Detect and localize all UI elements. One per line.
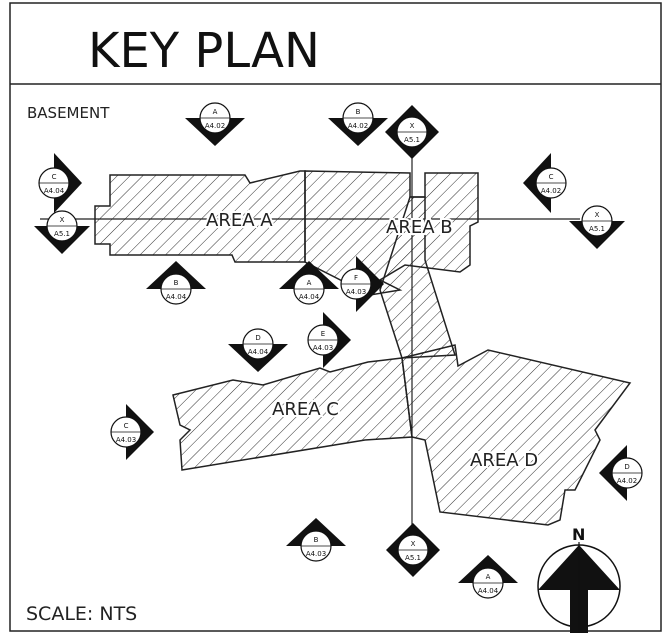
marker-sheet: A4.04 — [478, 587, 499, 595]
marker[interactable]: D A4.02 — [599, 445, 643, 501]
marker-sheet: A4.03 — [313, 344, 333, 352]
scale-label: SCALE: NTS — [26, 603, 137, 625]
divider-line-cd — [401, 344, 456, 359]
marker[interactable]: B A4.03 — [286, 518, 346, 562]
marker[interactable]: B A4.04 — [146, 261, 206, 305]
marker[interactable]: C A4.02 — [523, 153, 567, 213]
marker-sheet: A4.03 — [116, 436, 136, 444]
marker-sheet: A4.02 — [617, 477, 637, 485]
level-label: BASEMENT — [27, 104, 110, 122]
building-footprint — [94, 170, 632, 526]
marker[interactable]: A A4.02 — [185, 102, 245, 146]
marker[interactable]: X A5.1 — [386, 523, 440, 577]
marker-id: B — [356, 108, 361, 116]
marker-sheet: A4.02 — [205, 122, 225, 130]
marker-sheet: A4.04 — [248, 348, 269, 356]
area-label-a: AREA A — [206, 210, 273, 231]
marker-sheet: A4.02 — [541, 187, 561, 195]
marker-sheet: A4.04 — [44, 187, 65, 195]
page-title: KEY PLAN — [88, 23, 320, 79]
marker[interactable]: F A4.03 — [340, 256, 384, 312]
marker-id: A — [213, 108, 218, 116]
marker-id: X — [410, 122, 415, 130]
marker[interactable]: X A5.1 — [34, 210, 90, 254]
marker-id: A — [307, 279, 312, 287]
area-label-d: AREA D — [470, 450, 538, 471]
marker-sheet: A4.04 — [299, 293, 320, 301]
north-arrow: N — [537, 525, 621, 633]
marker-id: E — [321, 330, 325, 338]
area-a-shape — [94, 170, 306, 263]
marker-id: X — [595, 211, 600, 219]
marker-id: X — [411, 540, 416, 548]
marker[interactable]: A A4.04 — [458, 555, 518, 599]
marker-id: C — [52, 173, 57, 181]
marker-sheet: A4.03 — [306, 550, 326, 558]
marker-sheet: A5.1 — [54, 230, 70, 238]
marker-sheet: A5.1 — [404, 136, 420, 144]
marker[interactable]: C A4.04 — [38, 153, 82, 213]
marker[interactable]: E A4.03 — [307, 312, 351, 368]
marker[interactable]: A A4.04 — [279, 261, 339, 305]
marker-id: D — [255, 334, 260, 342]
marker-id: B — [174, 279, 179, 287]
marker[interactable]: C A4.03 — [110, 404, 154, 460]
marker-sheet: A4.02 — [348, 122, 368, 130]
marker-id: A — [486, 573, 491, 581]
marker-id: D — [624, 463, 629, 471]
sheet-border — [9, 2, 662, 632]
marker[interactable]: B A4.02 — [328, 102, 388, 146]
north-label: N — [572, 525, 585, 544]
area-label-b: AREA B — [386, 217, 453, 238]
area-d-shape — [401, 344, 632, 526]
marker[interactable]: D A4.04 — [228, 328, 288, 372]
area-label-c: AREA C — [272, 399, 339, 420]
marker-sheet: A5.1 — [589, 225, 605, 233]
marker-id: C — [549, 173, 554, 181]
marker-sheet: A4.03 — [346, 288, 366, 296]
section-lines — [40, 122, 580, 540]
marker-id: C — [124, 422, 129, 430]
marker[interactable]: X A5.1 — [385, 105, 439, 159]
marker-sheet: A5.1 — [405, 554, 421, 562]
marker-id: B — [314, 536, 319, 544]
marker-id: X — [60, 216, 65, 224]
marker[interactable]: X A5.1 — [569, 205, 625, 249]
marker-sheet: A4.04 — [166, 293, 187, 301]
marker-id: F — [354, 274, 358, 282]
